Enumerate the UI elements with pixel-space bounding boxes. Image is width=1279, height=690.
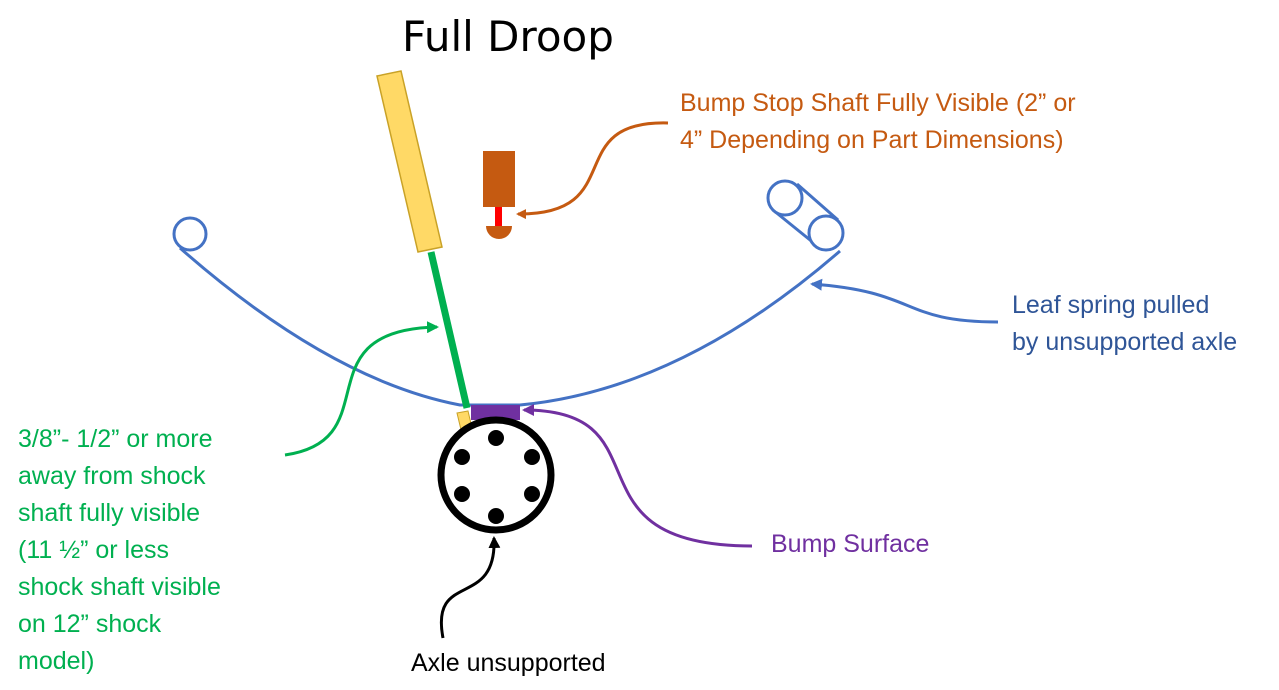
bump-stop-pad	[486, 226, 512, 239]
diagram-title: Full Droop	[402, 12, 614, 61]
bump-surface	[471, 405, 520, 420]
bump-stop-shaft	[495, 207, 502, 226]
leaf-spring-shackle	[766, 179, 845, 252]
bump-stop-label: Bump Stop Shaft Fully Visible (2” or 4” …	[680, 89, 1076, 154]
axle-label: Axle unsupported	[411, 649, 606, 677]
bump-surface-callout-arrow	[522, 404, 753, 548]
bump-surface-label: Bump Surface	[771, 530, 930, 558]
bump-stop-body	[483, 151, 515, 207]
axle-lug	[454, 449, 470, 465]
axle-lug	[524, 486, 540, 502]
shock-shaft	[427, 251, 471, 409]
leaf-spring-label: Leaf spring pulled by unsupported axle	[1012, 291, 1238, 356]
axle-lug	[524, 449, 540, 465]
axle-lug	[488, 508, 504, 524]
leaf-spring	[172, 179, 845, 407]
axle-callout-arrow	[439, 536, 501, 639]
bump-stop	[483, 151, 515, 239]
shock-clearance-label: 3/8”- 1/2” or more away from shock shaft…	[18, 425, 221, 675]
shock-absorber	[376, 70, 474, 435]
shock-clearance-callout-arrow	[284, 321, 439, 457]
axle	[437, 416, 555, 534]
axle-lug	[454, 486, 470, 502]
axle-hub	[437, 416, 555, 534]
leaf-spring-arc	[179, 246, 841, 407]
shock-body	[376, 70, 443, 253]
leaf-spring-callout-arrow	[810, 278, 999, 324]
axle-lug	[488, 430, 504, 446]
bump-stop-callout-arrow	[516, 121, 669, 220]
leaf-spring-front-eye	[172, 216, 208, 252]
